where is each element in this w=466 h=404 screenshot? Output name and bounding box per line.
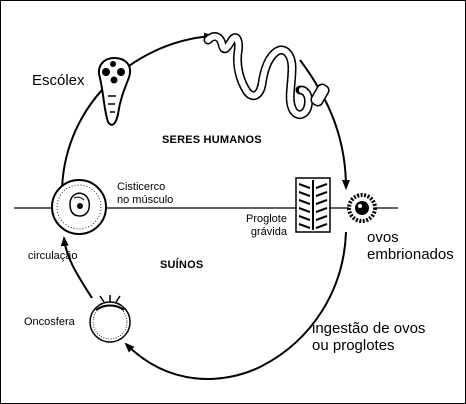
- embryonated-eggs-label-line1: ovos: [367, 229, 399, 246]
- adult-tapeworm-icon: [203, 32, 330, 119]
- cycle-arc-bottom-left: [60, 236, 93, 299]
- ingestion-label-line2: ou proglotes: [312, 337, 395, 355]
- embryonated-eggs-label: ovos embrionados: [367, 229, 454, 264]
- embryonated-egg-icon: [347, 193, 377, 223]
- ingestion-label: ingestão de ovos ou proglotes: [312, 320, 425, 355]
- gravid-proglottid-label-line1: Proglote: [246, 213, 287, 225]
- oncosphere-label: Oncosfera: [24, 316, 75, 328]
- escolex-label: Escólex: [32, 72, 85, 89]
- embryonated-eggs-label-line2: embrionados: [367, 246, 454, 264]
- gravid-proglottid-label-line2: grávida: [250, 225, 287, 238]
- cycle-arc-top-right: [299, 59, 350, 190]
- ingestion-label-line1: ingestão de ovos: [312, 320, 426, 337]
- cysticercus-label-line2: no músculo: [117, 193, 174, 206]
- cysticercus-label-line1: Cisticerco: [117, 181, 166, 193]
- cysticercus-icon: [51, 179, 107, 235]
- oncosphere-icon: [89, 295, 131, 343]
- gravid-proglottid-label: Proglote grávida: [246, 213, 287, 238]
- cycle-arc-top-left: [60, 32, 214, 199]
- human-host-label: SERES HUMANOS: [162, 134, 262, 146]
- circulation-label: circulação: [28, 250, 78, 262]
- scolex-icon: [98, 56, 132, 126]
- pig-host-label: SUÍNOS: [160, 259, 204, 271]
- cysticercus-label: Cisticerco no músculo: [117, 181, 173, 206]
- cycle-arc-bottom-right: [124, 231, 347, 380]
- gravid-proglottid-icon: [295, 177, 331, 233]
